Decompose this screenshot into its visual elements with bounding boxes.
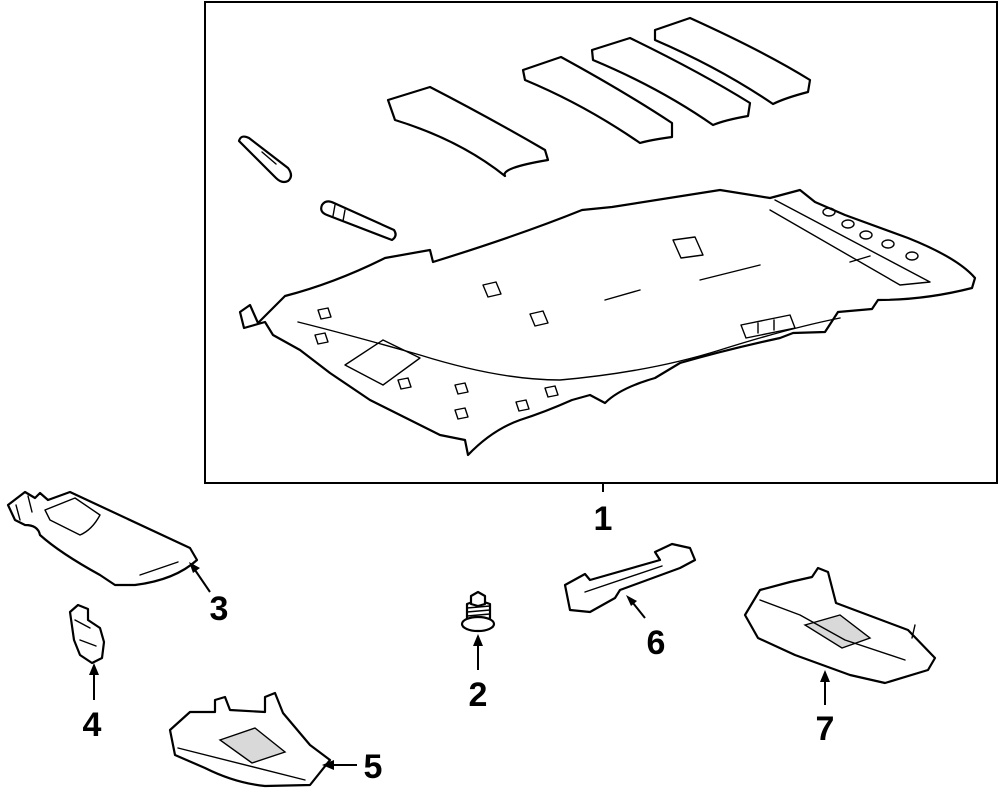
overhead-console-lamp — [743, 566, 937, 685]
leader-line-6 — [632, 602, 646, 619]
callout-3: 3 — [210, 590, 229, 628]
headliner-panel — [238, 188, 977, 457]
callout-7: 7 — [816, 710, 835, 748]
leader-lines — [89, 483, 830, 770]
headliner-pads — [386, 16, 812, 178]
callout-6: 6 — [647, 624, 666, 662]
assist-grip — [563, 542, 697, 614]
sun-visor — [6, 490, 199, 587]
callout-4: 4 — [83, 706, 102, 744]
headliner-group-frame — [204, 1, 998, 484]
visor-holder — [68, 603, 106, 665]
leader-line-3 — [194, 569, 211, 593]
screw — [460, 590, 496, 633]
dome-lamp — [168, 691, 332, 788]
callout-1: 1 — [594, 500, 613, 538]
callout-2: 2 — [469, 676, 488, 714]
retainer-clips — [237, 135, 397, 242]
callout-5: 5 — [364, 748, 383, 786]
